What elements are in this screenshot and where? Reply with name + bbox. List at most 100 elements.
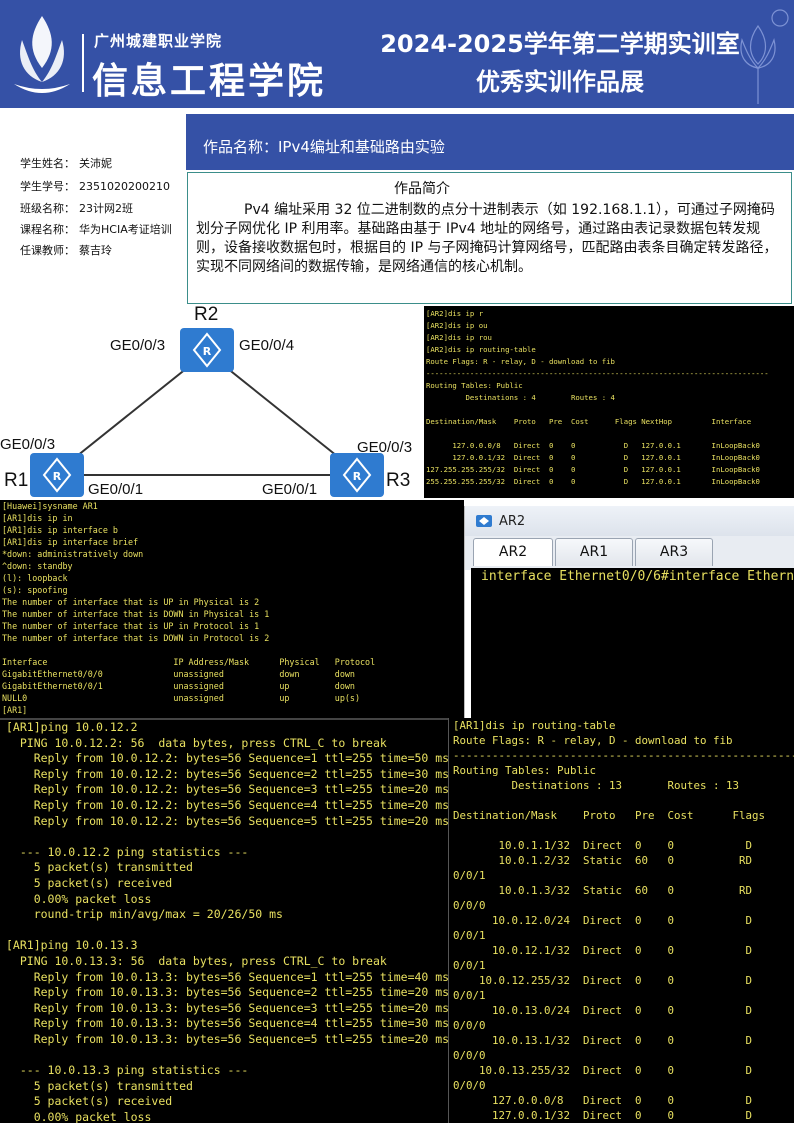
- ar1-ping-terminal: [AR1]ping 10.0.12.2 PING 10.0.12.2: 56 d…: [0, 718, 448, 1123]
- terminal-line: Reply from 10.0.12.2: bytes=56 Sequence=…: [6, 797, 448, 812]
- terminal-line: The number of interface that is DOWN in …: [2, 633, 270, 643]
- tab-ar2[interactable]: AR2: [473, 538, 553, 566]
- label-r2-right-port: GE0/0/4: [239, 337, 294, 354]
- terminal-line: Reply from 10.0.13.3: bytes=56 Sequence=…: [6, 969, 448, 984]
- terminal-line: 127.0.0.0/8 Direct 0 0 D: [453, 1094, 753, 1107]
- course-name-row: 课程名称：华为HCIA考证培训: [20, 221, 176, 237]
- terminal-line: ----------------------------------------…: [453, 749, 794, 762]
- ensp-titlebar: [465, 506, 794, 536]
- terminal-line: Reply from 10.0.13.3: bytes=56 Sequence=…: [6, 985, 448, 1000]
- student-id-row: 学生学号：2351020200210: [20, 178, 174, 194]
- terminal-line: --- 10.0.13.3 ping statistics ---: [6, 1063, 249, 1078]
- work-title: 作品名称：IPv4编址和基础路由实验: [203, 138, 445, 156]
- exhibit-title: 2024-2025学年第二学期实训室: [380, 30, 740, 58]
- terminal-line: GigabitEthernet0/0/0 unassigned down dow…: [2, 669, 355, 679]
- terminal-line: round-trip min/avg/max = 20/26/50 ms: [6, 907, 283, 922]
- terminal-line: The number of interface that is DOWN in …: [2, 609, 270, 619]
- terminal-line: [2, 644, 464, 656]
- label-r3-top-port: GE0/0/3: [357, 439, 412, 456]
- ensp-app-icon: [476, 515, 492, 527]
- terminal-line: Reply from 10.0.12.2: bytes=56 Sequence=…: [6, 751, 448, 766]
- terminal-line: 127.0.0.1/32 Direct 0 0 D 127.0.0.1 InLo…: [426, 453, 760, 462]
- terminal-line: 127.0.0.0/8 Direct 0 0 D 127.0.0.1 InLoo…: [426, 441, 760, 450]
- info-value: 23计网2班: [79, 202, 133, 215]
- terminal-line: 10.0.1.3/32 Static 60 0 RD: [453, 884, 753, 897]
- terminal-line: interface Ethernet0/0/7: [668, 569, 794, 584]
- terminal-line: 0/0/1: [453, 989, 486, 1002]
- terminal-line: 0/0/1: [453, 929, 486, 942]
- terminal-line: Destinations : 4 Routes : 4: [426, 393, 615, 402]
- school-logo-icon: [14, 16, 70, 93]
- terminal-line: PING 10.0.12.2: 56 data bytes, press CTR…: [6, 735, 387, 750]
- terminal-line: Route Flags: R - relay, D - download to …: [426, 357, 615, 366]
- terminal-line: 127.255.255.255/32 Direct 0 0 D 127.0.0.…: [426, 465, 760, 474]
- link-r2-r3: [206, 351, 358, 473]
- terminal-line: [426, 428, 794, 440]
- terminal-line: [453, 793, 794, 808]
- terminal-line: [AR2]dis ip r: [426, 309, 484, 318]
- terminal-line: interface Ethernet0/0/6: [481, 569, 662, 584]
- terminal-line: [426, 404, 794, 416]
- terminal-line: [6, 1047, 448, 1063]
- terminal-line: [453, 823, 794, 838]
- svg-text:R: R: [203, 345, 212, 358]
- terminal-line: 0/0/0: [453, 1049, 486, 1062]
- terminal-line: 10.0.1.2/32 Static 60 0 RD: [453, 854, 753, 867]
- terminal-line: Destination/Mask Proto Pre Cost Flags: [453, 809, 766, 822]
- terminal-line: 5 packet(s) received: [6, 1094, 173, 1109]
- header-divider: [82, 34, 84, 92]
- terminal-line: Destinations : 13 Routes : 13: [453, 779, 740, 792]
- terminal-line: Routing Tables: Public: [426, 381, 523, 390]
- terminal-line: [6, 829, 448, 845]
- info-label: 课程名称：: [20, 223, 75, 236]
- info-label: 任课教师：: [20, 244, 75, 257]
- router-r1-icon: R: [30, 453, 84, 497]
- school-name: 信息工程学院: [92, 61, 327, 102]
- terminal-line: Interface IP Address/Mask Physical Proto…: [2, 657, 376, 667]
- terminal-line: Reply from 10.0.13.3: bytes=56 Sequence=…: [6, 1031, 448, 1046]
- link-r2-r1: [56, 351, 208, 473]
- terminal-line: [AR2]dis ip rou: [426, 333, 492, 342]
- terminal-line: [6, 923, 448, 939]
- terminal-line: The number of interface that is UP in Ph…: [2, 597, 260, 607]
- intro-title: 作品简介: [394, 181, 450, 197]
- terminal-line: [AR1]dis ip in: [2, 513, 73, 523]
- svg-text:R: R: [353, 470, 362, 483]
- terminal-line: 5 packet(s) transmitted: [6, 1078, 193, 1093]
- terminal-line: Routing Tables: Public: [453, 764, 597, 777]
- terminal-line: *down: administratively down: [2, 549, 144, 559]
- info-value: 关沛妮: [79, 157, 112, 170]
- terminal-line: 10.0.1.1/32 Direct 0 0 D: [453, 839, 753, 852]
- exhibit-subtitle: 优秀实训作品展: [476, 68, 644, 96]
- info-value: 2351020200210: [79, 180, 170, 193]
- terminal-line: 0.00% packet loss: [6, 891, 152, 906]
- terminal-line: 0/0/1: [453, 959, 486, 972]
- label-r3-left-port: GE0/0/1: [262, 481, 317, 498]
- intro-text: Pv4 编址采用 32 位二进制数的点分十进制表示（如 192.168.1.1）…: [196, 202, 778, 275]
- ensp-config-terminal: interface Ethernet0/0/6#interface Ethern…: [471, 568, 794, 718]
- label-r1-right-port: GE0/0/1: [88, 481, 143, 498]
- terminal-line: Reply from 10.0.13.3: bytes=56 Sequence=…: [6, 1016, 448, 1031]
- label-r1-top-port: GE0/0/3: [0, 436, 55, 453]
- terminal-line: [AR1]: [2, 705, 28, 715]
- terminal-line: [AR1]dis ip interface b: [2, 525, 118, 535]
- label-r3: R3: [386, 470, 410, 491]
- intro-box: [187, 172, 792, 304]
- terminal-line: 0/0/1: [453, 869, 486, 882]
- ensp-cli-window: AR2 AR2 AR1 AR3 interface Ethernet0/0/6#…: [464, 506, 794, 718]
- label-r2: R2: [194, 304, 218, 325]
- terminal-line: Reply from 10.0.12.2: bytes=56 Sequence=…: [6, 766, 448, 781]
- terminal-line: [AR1]dis ip routing-table: [453, 719, 616, 732]
- terminal-line: [AR2]dis ip ou: [426, 321, 488, 330]
- terminal-line: 0/0/0: [453, 1019, 486, 1032]
- terminal-line: Destination/Mask Proto Pre Cost Flags Ne…: [426, 417, 752, 426]
- tab-ar1[interactable]: AR1: [555, 538, 633, 566]
- terminal-line: GigabitEthernet0/0/1 unassigned up down: [2, 681, 355, 691]
- tab-ar3[interactable]: AR3: [635, 538, 713, 566]
- label-r1: R1: [4, 470, 28, 491]
- work-title-bar: [186, 114, 794, 170]
- info-value: 蔡吉玲: [79, 244, 112, 257]
- terminal-line: 0.00% packet loss: [6, 1109, 152, 1123]
- terminal-line: [AR2]dis ip routing-table: [426, 345, 536, 354]
